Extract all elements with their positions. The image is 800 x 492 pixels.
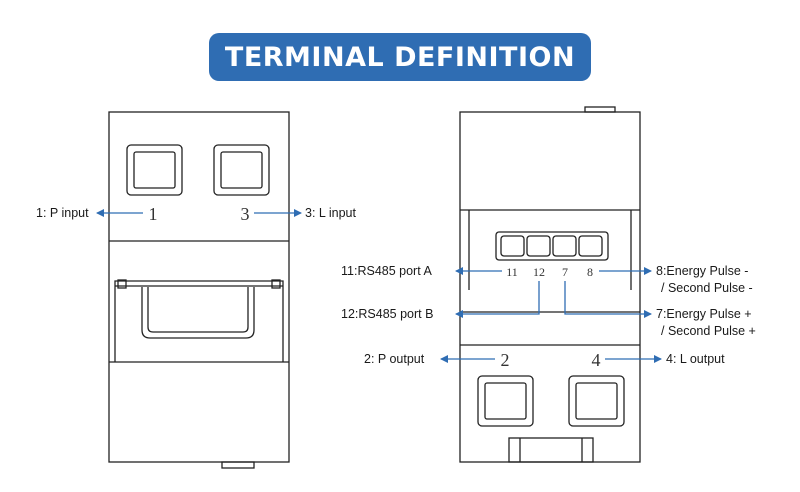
left-bottom-clip bbox=[221, 461, 255, 469]
label-l-input: 3: L input bbox=[305, 206, 356, 220]
label-l-output: 4: L output bbox=[666, 352, 725, 366]
port-number-12: 12 bbox=[533, 265, 545, 279]
right-device-body bbox=[459, 111, 641, 463]
right-terminal-4 bbox=[568, 375, 625, 427]
label-energy-minus-line1: 8:Energy Pulse - bbox=[656, 264, 748, 278]
label-rs485-b: 12:RS485 port B bbox=[341, 307, 433, 321]
left-device bbox=[108, 111, 290, 469]
label-p-input: 1: P input bbox=[36, 206, 89, 220]
left-middle-panel bbox=[114, 279, 284, 362]
left-terminal-number-3: 3 bbox=[241, 204, 250, 224]
label-energy-minus-line2: / Second Pulse - bbox=[661, 281, 753, 295]
rs485-connector bbox=[495, 231, 609, 261]
port-number-8: 8 bbox=[587, 265, 593, 279]
left-terminal-3 bbox=[213, 144, 270, 196]
port-number-11: 11 bbox=[506, 265, 518, 279]
label-energy-plus-line2: / Second Pulse + bbox=[661, 324, 756, 338]
right-device bbox=[459, 106, 641, 463]
right-terminal-number-2: 2 bbox=[501, 350, 510, 370]
left-terminal-1 bbox=[126, 144, 183, 196]
page-title: TERMINAL DEFINITION bbox=[224, 41, 576, 73]
arrow-energy-plus bbox=[564, 281, 652, 318]
left-device-body bbox=[108, 111, 290, 463]
label-p-output: 2: P output bbox=[364, 352, 425, 366]
port-number-7: 7 bbox=[562, 265, 568, 279]
right-terminal-2 bbox=[477, 375, 534, 427]
right-bottom-rail bbox=[508, 437, 594, 463]
arrow-rs485-b bbox=[455, 281, 540, 318]
label-rs485-a: 11:RS485 port A bbox=[341, 264, 432, 278]
title-banner: TERMINAL DEFINITION bbox=[209, 33, 591, 81]
left-terminal-number-1: 1 bbox=[149, 204, 158, 224]
right-terminal-number-4: 4 bbox=[592, 350, 601, 370]
right-top-clip bbox=[584, 106, 616, 113]
label-energy-plus-line1: 7:Energy Pulse + bbox=[656, 307, 752, 321]
